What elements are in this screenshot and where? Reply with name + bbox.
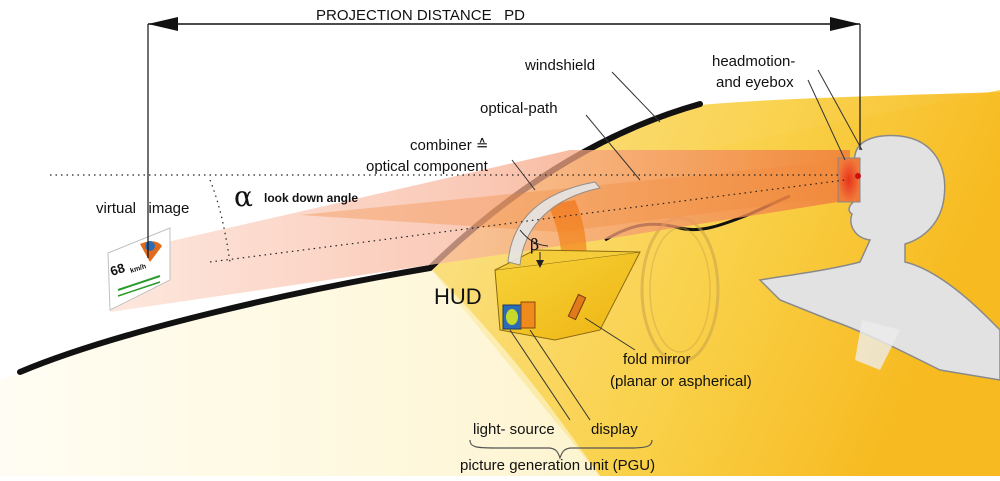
virtual-image-label: virtual image <box>96 200 189 217</box>
light-source-label: light- source <box>473 421 555 438</box>
headmotion-leader-b <box>817 69 863 151</box>
hood-highlight <box>0 268 600 476</box>
beta-arc <box>519 229 549 247</box>
beta-symbol: β <box>530 235 539 254</box>
display-label: display <box>591 421 638 438</box>
optical-beam <box>110 150 850 312</box>
optical-path-leader <box>585 114 641 181</box>
alpha-symbol: α <box>234 180 253 213</box>
eyebox-marker <box>837 157 861 203</box>
windshield-label: windshield <box>524 57 595 74</box>
look-down-line <box>209 179 846 263</box>
pgu-label: picture generation unit (PGU) <box>460 457 655 474</box>
look-down-angle-label: look down angle <box>264 191 358 205</box>
headmotion-label-line1: headmotion- <box>712 53 795 70</box>
windshield-leader <box>611 71 661 123</box>
light-source-leader <box>509 329 571 421</box>
combiner-label-line1: combiner ≙ <box>410 137 488 154</box>
pgu-brace <box>469 439 653 460</box>
hud-label: HUD <box>434 284 482 309</box>
fold-mirror-leader <box>584 317 636 351</box>
fold-mirror-label-line1: fold mirror <box>623 351 691 368</box>
optical-path-label: optical-path <box>480 100 558 117</box>
headmotion-leader-a <box>807 79 846 161</box>
projection-distance-label: PROJECTION DISTANCE PD <box>316 7 525 24</box>
virtual-image-unit: km/h <box>129 263 147 275</box>
fold-mirror-label-line2: (planar or aspherical) <box>610 373 752 390</box>
display-leader <box>529 329 591 421</box>
combiner-leader <box>511 159 536 191</box>
windshield-line <box>17 101 703 375</box>
headmotion-label-line2: and eyebox <box>716 74 794 91</box>
combiner-label-line2: optical component <box>366 158 489 175</box>
fold-mirror-block <box>567 293 587 321</box>
display-block <box>520 301 536 329</box>
virtual-image-speed: 68 <box>108 260 126 279</box>
